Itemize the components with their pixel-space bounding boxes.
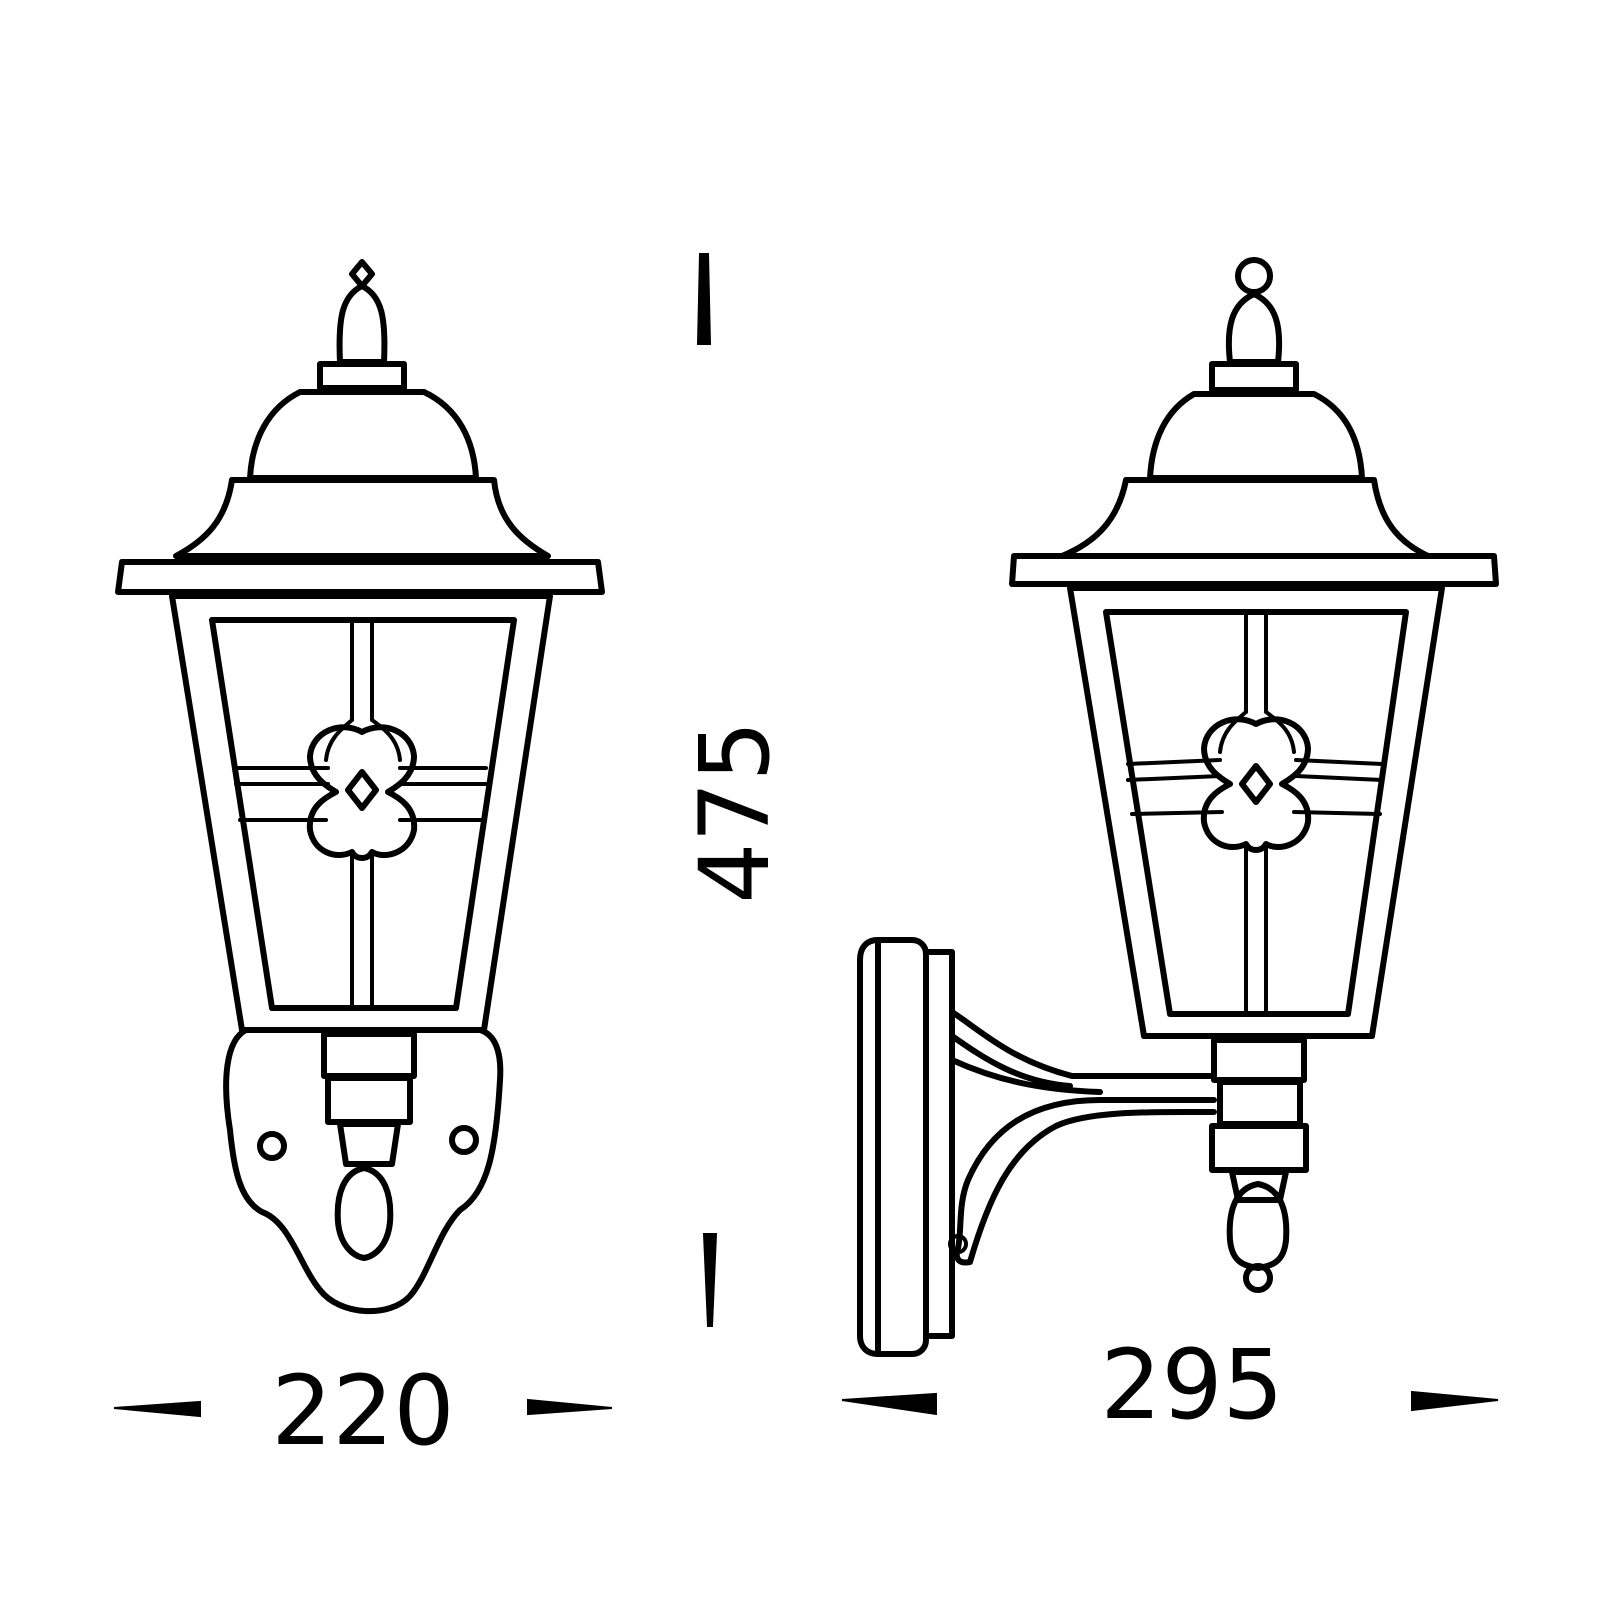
side-depth-label: 295 [1100, 1329, 1283, 1441]
side-wall-plate [857, 937, 929, 1357]
side-bracket-pin [948, 1234, 968, 1254]
side-dome [1147, 391, 1365, 481]
front-wall-plate [223, 1027, 504, 1315]
front-finial [336, 259, 388, 365]
front-view-lantern [115, 259, 605, 1315]
front-neck-upper [321, 1031, 417, 1079]
front-crossbar [234, 766, 488, 822]
side-wall-plate-rim [923, 949, 955, 1339]
front-bolt-left [257, 1131, 287, 1161]
front-finial-collar [317, 361, 407, 391]
height-arrow-top [696, 253, 712, 345]
front-dome [247, 389, 479, 481]
height-dimension: 475 [679, 253, 791, 1327]
side-crossbar [1126, 758, 1384, 816]
front-roof [173, 477, 551, 559]
side-finial [1225, 257, 1283, 365]
height-arrow-bottom [702, 1233, 718, 1327]
front-cage-inner [209, 617, 517, 1011]
front-ornament [306, 724, 418, 861]
side-ornament-diamond [1239, 763, 1273, 805]
side-cage-outer [1067, 585, 1445, 1039]
side-bracket-arm [949, 1009, 1217, 1266]
side-depth-arrow-right [1411, 1390, 1499, 1412]
front-width-arrow-left [113, 1400, 201, 1418]
side-depth-arrow-left [841, 1392, 937, 1416]
side-finial-collar [1209, 361, 1299, 393]
side-ornament [1200, 716, 1312, 853]
front-mullion [324, 620, 402, 1008]
side-view-lantern [857, 257, 1499, 1357]
side-brim [1009, 553, 1499, 587]
side-neck-upper [1211, 1037, 1307, 1083]
front-bottom-finial [334, 1165, 394, 1261]
front-bolt-right [449, 1125, 479, 1155]
side-bottom-finial [1226, 1181, 1290, 1271]
front-neck-lower [337, 1121, 401, 1167]
side-neck-band [1217, 1079, 1303, 1127]
side-bottom-knob [1243, 1263, 1273, 1293]
side-cage-inner [1103, 609, 1409, 1017]
front-width-arrow-right [527, 1398, 613, 1416]
front-neck-band [325, 1075, 413, 1125]
front-width-dimension: 220 [113, 1355, 613, 1467]
side-depth-dimension: 295 [841, 1329, 1499, 1441]
height-label: 475 [679, 720, 791, 903]
front-width-label: 220 [271, 1355, 454, 1467]
side-neck-mid [1209, 1123, 1309, 1173]
side-mullion [1218, 612, 1296, 1014]
front-ornament-diamond [345, 769, 379, 811]
side-roof [1059, 477, 1431, 559]
front-cage-outer [169, 593, 553, 1033]
front-brim [115, 559, 605, 595]
